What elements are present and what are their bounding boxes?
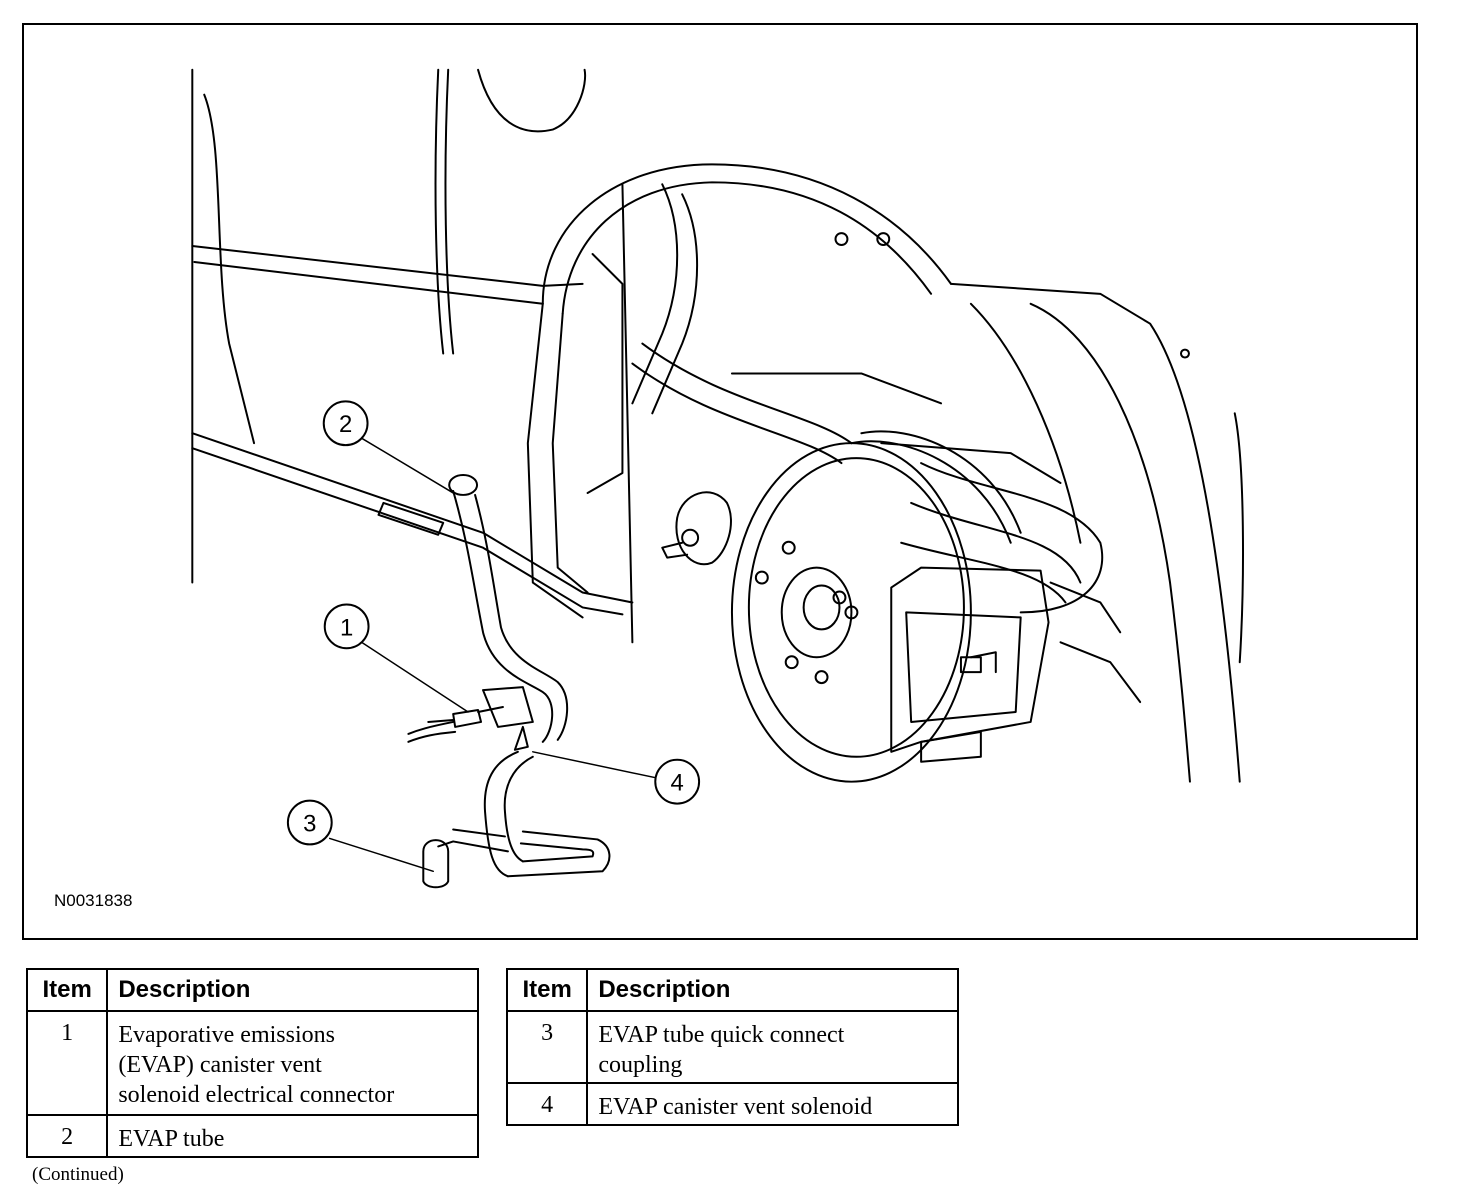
- item-description: Evaporative emissions (EVAP) canister ve…: [106, 1010, 479, 1116]
- legend-table-right: Item Description 3 EVAP tube quick conne…: [505, 968, 959, 1126]
- description-line: solenoid electrical connector: [118, 1082, 395, 1108]
- description-line: EVAP tube quick connect: [598, 1022, 845, 1048]
- item-number: 1: [25, 1010, 109, 1116]
- item-description: EVAP tube: [106, 1114, 479, 1158]
- table-row: 2 EVAP tube: [25, 1114, 479, 1158]
- item-description: EVAP tube quick connect coupling: [586, 1010, 959, 1084]
- continued-note: (Continued): [32, 1164, 124, 1185]
- body-side-panel: [191, 68, 634, 616]
- brake-rotor: [730, 430, 1022, 783]
- svg-text:1: 1: [340, 614, 353, 641]
- table-row: 4 EVAP canister vent solenoid: [505, 1082, 959, 1126]
- description-line: coupling: [598, 1052, 683, 1078]
- evap-tube: [448, 474, 569, 743]
- item-number: 3: [505, 1010, 589, 1084]
- item-number: 4: [505, 1082, 589, 1126]
- callout-3: 3: [286, 799, 333, 846]
- description-line: EVAP tube: [118, 1126, 225, 1152]
- callout-2: 2: [322, 400, 369, 447]
- description-line: Evaporative emissions: [118, 1022, 335, 1048]
- table-row: 3 EVAP tube quick connect coupling: [505, 1010, 959, 1084]
- legend-header-row: Item Description: [25, 968, 479, 1012]
- brake-caliper: [890, 566, 1142, 763]
- description-line: (EVAP) canister vent: [118, 1052, 322, 1078]
- callout-1: 1: [323, 603, 370, 650]
- illustration-frame: 2 1 4 3 N0031838: [22, 23, 1418, 940]
- legend-table-left: Item Description 1 Evaporative emissions…: [25, 968, 479, 1158]
- legend-header-row: Item Description: [505, 968, 959, 1012]
- wheel-arch: [526, 163, 1244, 783]
- header-item: Item: [25, 968, 109, 1012]
- item-number: 2: [25, 1114, 109, 1158]
- description-line: EVAP canister vent solenoid: [598, 1094, 873, 1120]
- callout-leaders: [328, 437, 662, 873]
- svg-text:2: 2: [339, 411, 352, 438]
- vehicle-illustration: 2 1 4 3: [191, 68, 1244, 889]
- electrical-connector: [407, 706, 504, 743]
- item-description: EVAP canister vent solenoid: [586, 1082, 959, 1126]
- header-item: Item: [505, 968, 589, 1012]
- wheel-hub: [661, 491, 732, 566]
- suspension-strut: [631, 183, 1104, 614]
- header-description: Description: [586, 968, 959, 1012]
- svg-text:3: 3: [303, 810, 316, 837]
- figure-id: N0031838: [54, 891, 133, 910]
- header-description: Description: [106, 968, 479, 1012]
- callout-4: 4: [654, 758, 701, 805]
- evap-vent-solenoid: [422, 686, 611, 889]
- table-row: 1 Evaporative emissions (EVAP) canister …: [25, 1010, 479, 1116]
- svg-text:4: 4: [671, 770, 684, 797]
